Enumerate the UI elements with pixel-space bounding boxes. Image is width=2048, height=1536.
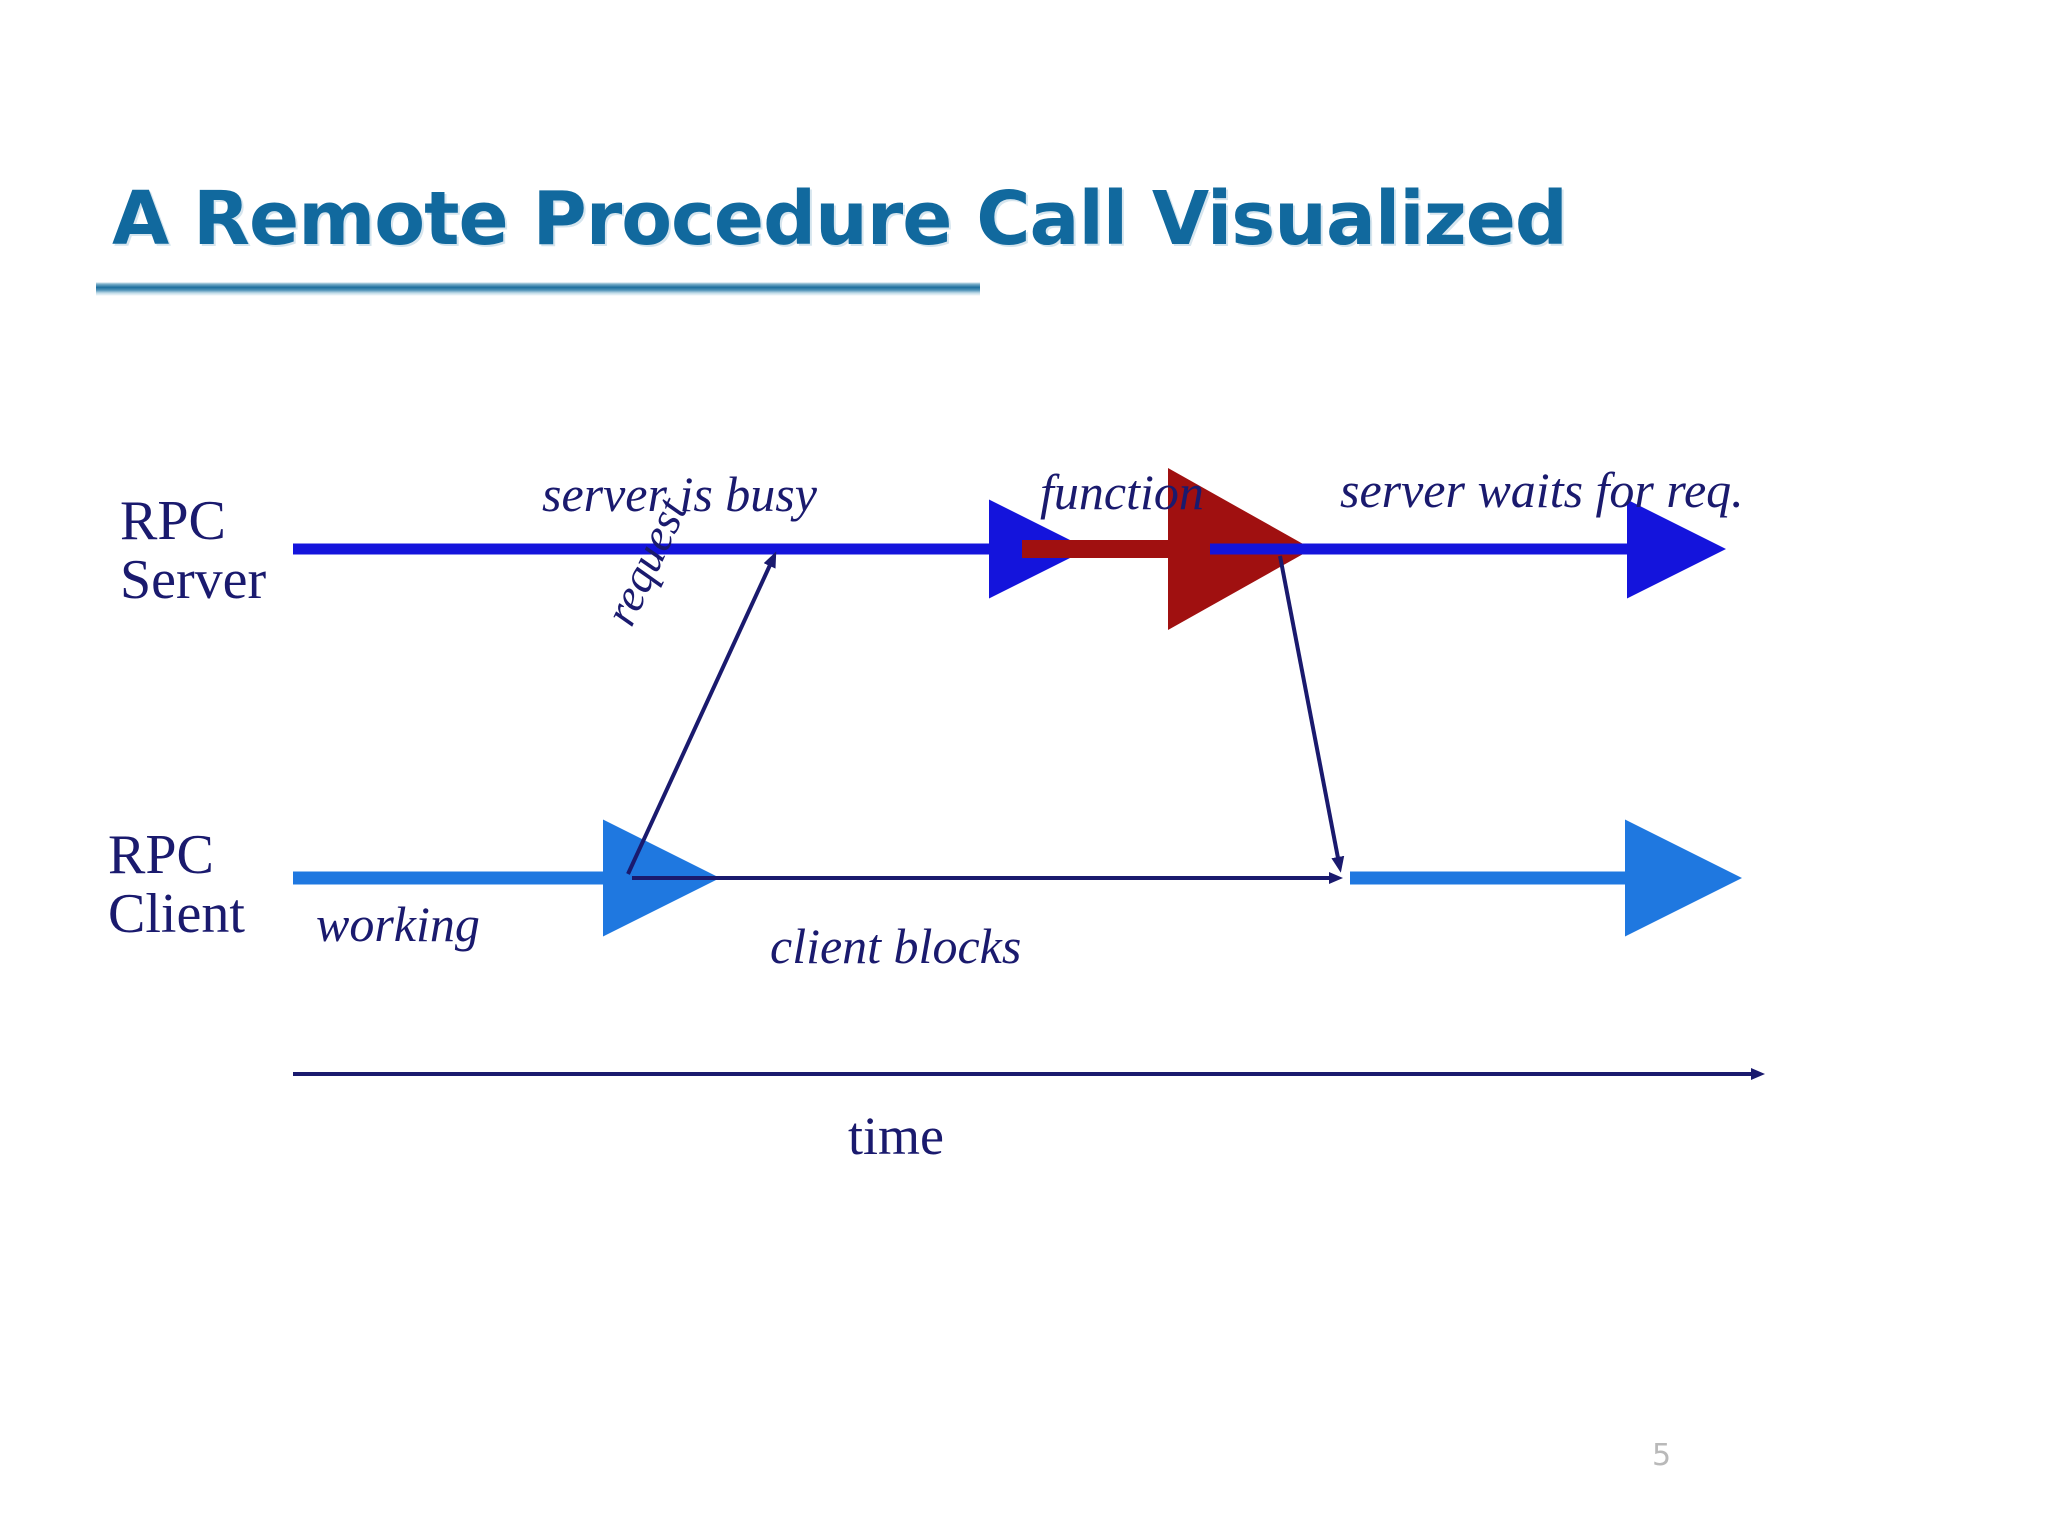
annotation-working: working (316, 896, 480, 952)
annotation-server-waits-for-req: server waits for req. (1340, 462, 1744, 518)
lane-label-rpc-client: RPC Client (108, 824, 245, 946)
annotation-client-blocks: client blocks (770, 918, 1022, 974)
lane-label-rpc-server-line1: RPC (120, 490, 226, 552)
slide-page-number: 5 (1652, 1438, 1672, 1473)
lane-label-rpc-server: RPC Server (120, 490, 267, 612)
lane-label-rpc-server-line2: Server (120, 549, 267, 612)
lane-label-rpc-client-line2: Client (108, 883, 245, 946)
page-title: A Remote Procedure Call Visualized (112, 176, 1568, 262)
annotation-server-is-busy: server is busy (542, 466, 817, 522)
annotation-function: function (1040, 464, 1204, 520)
request-message-arrow (626, 551, 777, 875)
title-underline-rule (96, 282, 980, 296)
reply-message-arrow (1278, 555, 1345, 873)
lane-label-rpc-client-line1: RPC (108, 824, 214, 886)
annotation-time-axis-label: time (848, 1106, 944, 1166)
